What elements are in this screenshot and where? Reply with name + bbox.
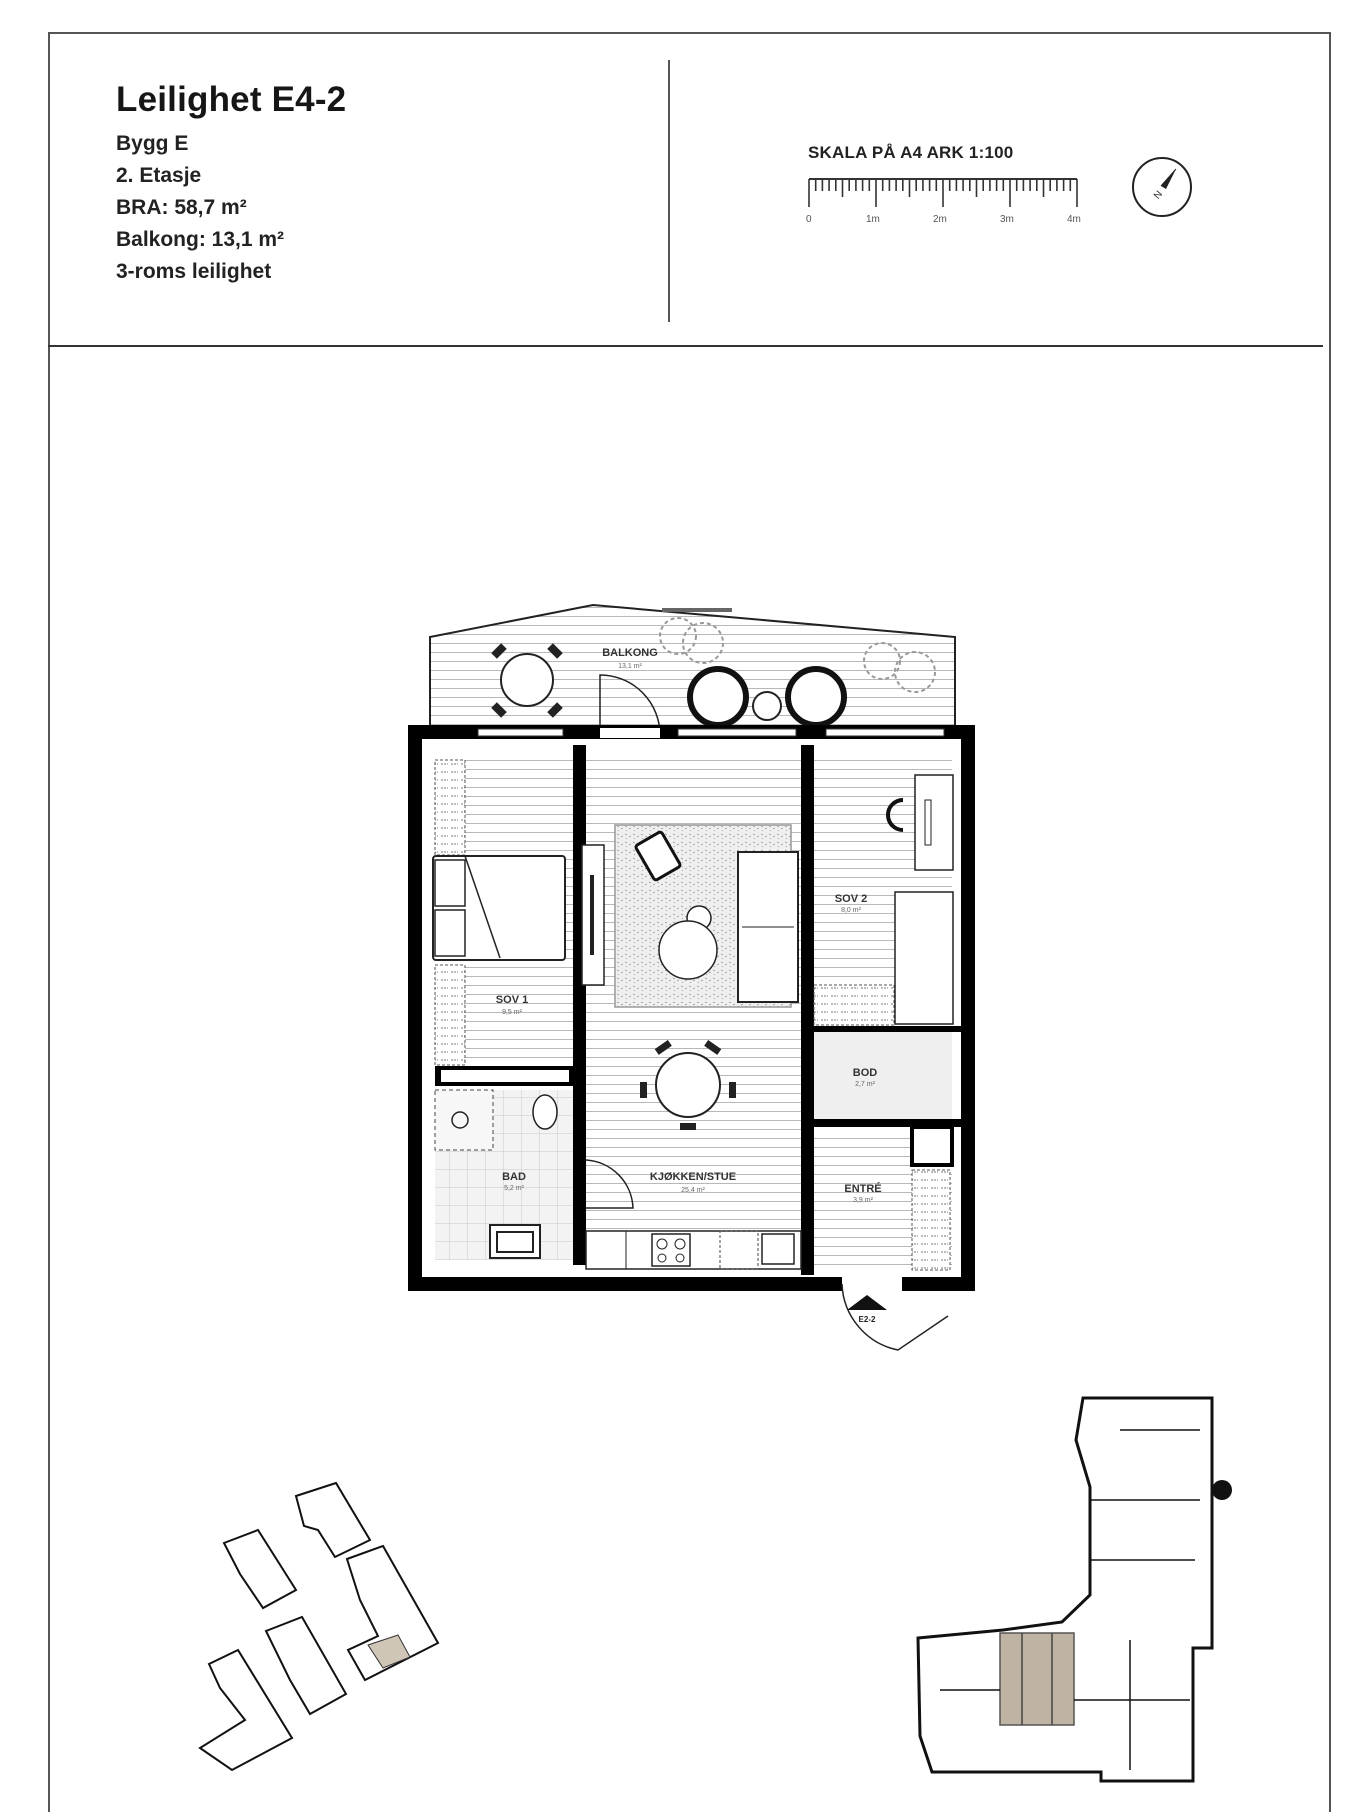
page-frame xyxy=(48,32,1331,1812)
stove-icon xyxy=(651,1233,691,1267)
svg-text:BALKONG: BALKONG xyxy=(602,647,658,659)
apartment-title: Leilighet E4-2 xyxy=(116,80,347,119)
entrance-door: E2-2 xyxy=(841,1283,949,1351)
header-vertical-divider xyxy=(668,60,670,322)
balcony: BALKONG 13,1 m² xyxy=(429,603,956,736)
floor-label: 2. Etasje xyxy=(116,164,202,187)
scale-bar: SKALA PÅ A4 ARK 1:100 0 1m 2m 3m 4m xyxy=(806,143,1098,230)
north-arrow-icon: N xyxy=(1132,157,1192,217)
desk xyxy=(914,774,954,871)
sink-icon xyxy=(761,1233,795,1265)
ruler-label-4m: 4m xyxy=(1067,214,1081,225)
svg-text:SOV 2: SOV 2 xyxy=(835,893,867,905)
svg-text:KJØKKEN/STUE: KJØKKEN/STUE xyxy=(650,1171,736,1183)
svg-text:ENTRÉ: ENTRÉ xyxy=(844,1182,881,1195)
scale-title: SKALA PÅ A4 ARK 1:100 xyxy=(808,143,1014,162)
ruler-labels: 0 1m 2m 3m 4m xyxy=(806,214,1098,230)
svg-text:BAD: BAD xyxy=(502,1171,526,1183)
svg-text:3,9 m²: 3,9 m² xyxy=(853,1197,874,1204)
site-plan xyxy=(198,1481,440,1772)
bed-2 xyxy=(894,891,954,1025)
svg-text:E2-2: E2-2 xyxy=(859,1315,876,1324)
ruler-icon xyxy=(808,178,1078,207)
header-divider xyxy=(48,345,1323,347)
building-label: Bygg E xyxy=(116,132,189,155)
room-count: 3-roms leilighet xyxy=(116,260,272,283)
dining-table xyxy=(655,1052,721,1118)
toilet-icon xyxy=(532,1094,558,1130)
bed xyxy=(432,855,566,961)
building-key-plan xyxy=(916,1396,1232,1783)
apartment-info: Leilighet E4-2 Bygg E 2. Etasje BRA: 58,… xyxy=(116,80,346,288)
svg-text:2,7 m²: 2,7 m² xyxy=(855,1081,876,1088)
svg-text:25,4 m²: 25,4 m² xyxy=(681,1187,705,1194)
ruler-label-3m: 3m xyxy=(1000,214,1014,225)
balcony-area: Balkong: 13,1 m² xyxy=(116,228,285,251)
svg-text:SOV 1: SOV 1 xyxy=(496,994,528,1006)
bra-area: BRA: 58,7 m² xyxy=(116,196,247,219)
svg-text:5,2 m²: 5,2 m² xyxy=(504,1185,525,1192)
svg-text:9,5 m²: 9,5 m² xyxy=(502,1009,523,1016)
ruler-label-0: 0 xyxy=(806,214,812,225)
svg-text:13,1 m²: 13,1 m² xyxy=(618,663,642,670)
svg-text:8,0 m²: 8,0 m² xyxy=(841,907,862,914)
ruler-label-2m: 2m xyxy=(933,214,947,225)
ruler-label-1m: 1m xyxy=(866,214,880,225)
svg-text:BOD: BOD xyxy=(853,1067,878,1079)
